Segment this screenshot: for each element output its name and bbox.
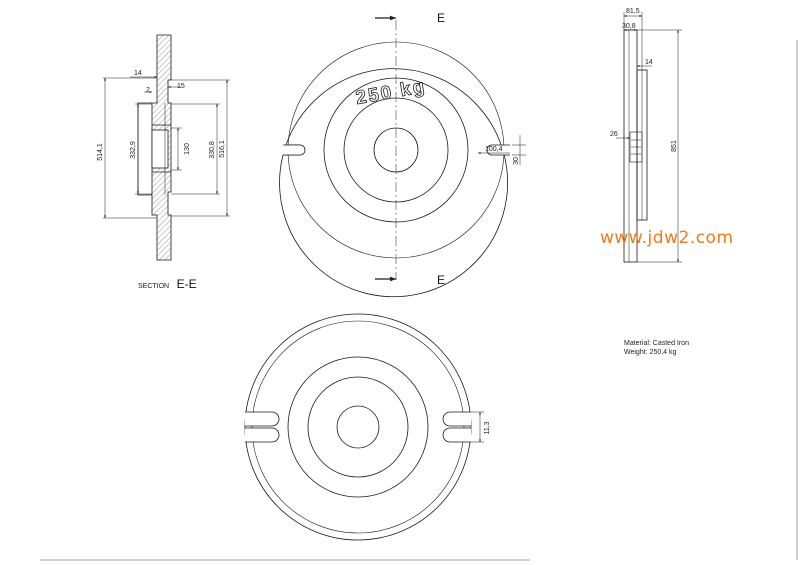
back-slot-right	[442, 411, 471, 443]
cut-label-bottom: E	[437, 273, 445, 287]
dim-514: 514,1	[97, 143, 104, 161]
dim-15: 15	[177, 83, 185, 90]
section-view	[103, 34, 230, 261]
dim-332: 332,9	[130, 141, 137, 159]
dim-30-8: 30,8	[622, 23, 636, 30]
back-outer-rim	[244, 313, 472, 541]
section-title: SECTION E-E	[138, 275, 197, 292]
dim-14-side: 14	[645, 59, 653, 66]
back-view	[244, 313, 484, 541]
front-plate-label: 250 kg	[354, 76, 428, 109]
dim-100: 100,4	[485, 146, 503, 153]
front-slot-right	[486, 144, 510, 156]
dim-130: 130	[184, 143, 191, 155]
dim-26: 26	[610, 131, 618, 138]
front-slot-left	[283, 144, 306, 156]
note-material: Material: Casted Iron	[624, 340, 689, 347]
section-hub	[137, 102, 152, 196]
notes-block: Material: Casted Iron Weight: 250,4 kg	[624, 339, 689, 357]
dim-516: 516,1	[219, 140, 226, 158]
section-title-big: E-E	[177, 277, 197, 291]
front-outer-rim	[279, 68, 508, 298]
back-slot-left	[245, 411, 280, 443]
note-weight: Weight: 250,4 kg	[624, 349, 677, 356]
dim-2: 2	[146, 87, 150, 94]
front-view	[279, 15, 526, 298]
back-mid-ring	[287, 356, 429, 498]
dim-851: 851	[671, 140, 678, 152]
back-bore	[336, 405, 380, 449]
dim-14: 14	[134, 70, 142, 77]
dim-11: 11,3	[484, 421, 491, 434]
dim-81: 81,5	[626, 8, 640, 15]
section-title-small: SECTION	[138, 283, 169, 290]
section-bore	[151, 129, 169, 169]
dim-30-front: 30	[513, 157, 520, 165]
side-view	[616, 12, 682, 263]
side-bore-detail	[629, 131, 643, 163]
cut-label-top: E	[437, 11, 445, 25]
dim-330: 330,8	[209, 141, 216, 159]
back-hub-ring	[307, 376, 409, 478]
watermark: www.jdw2.com	[600, 228, 734, 248]
back-rim-inner	[251, 320, 465, 534]
